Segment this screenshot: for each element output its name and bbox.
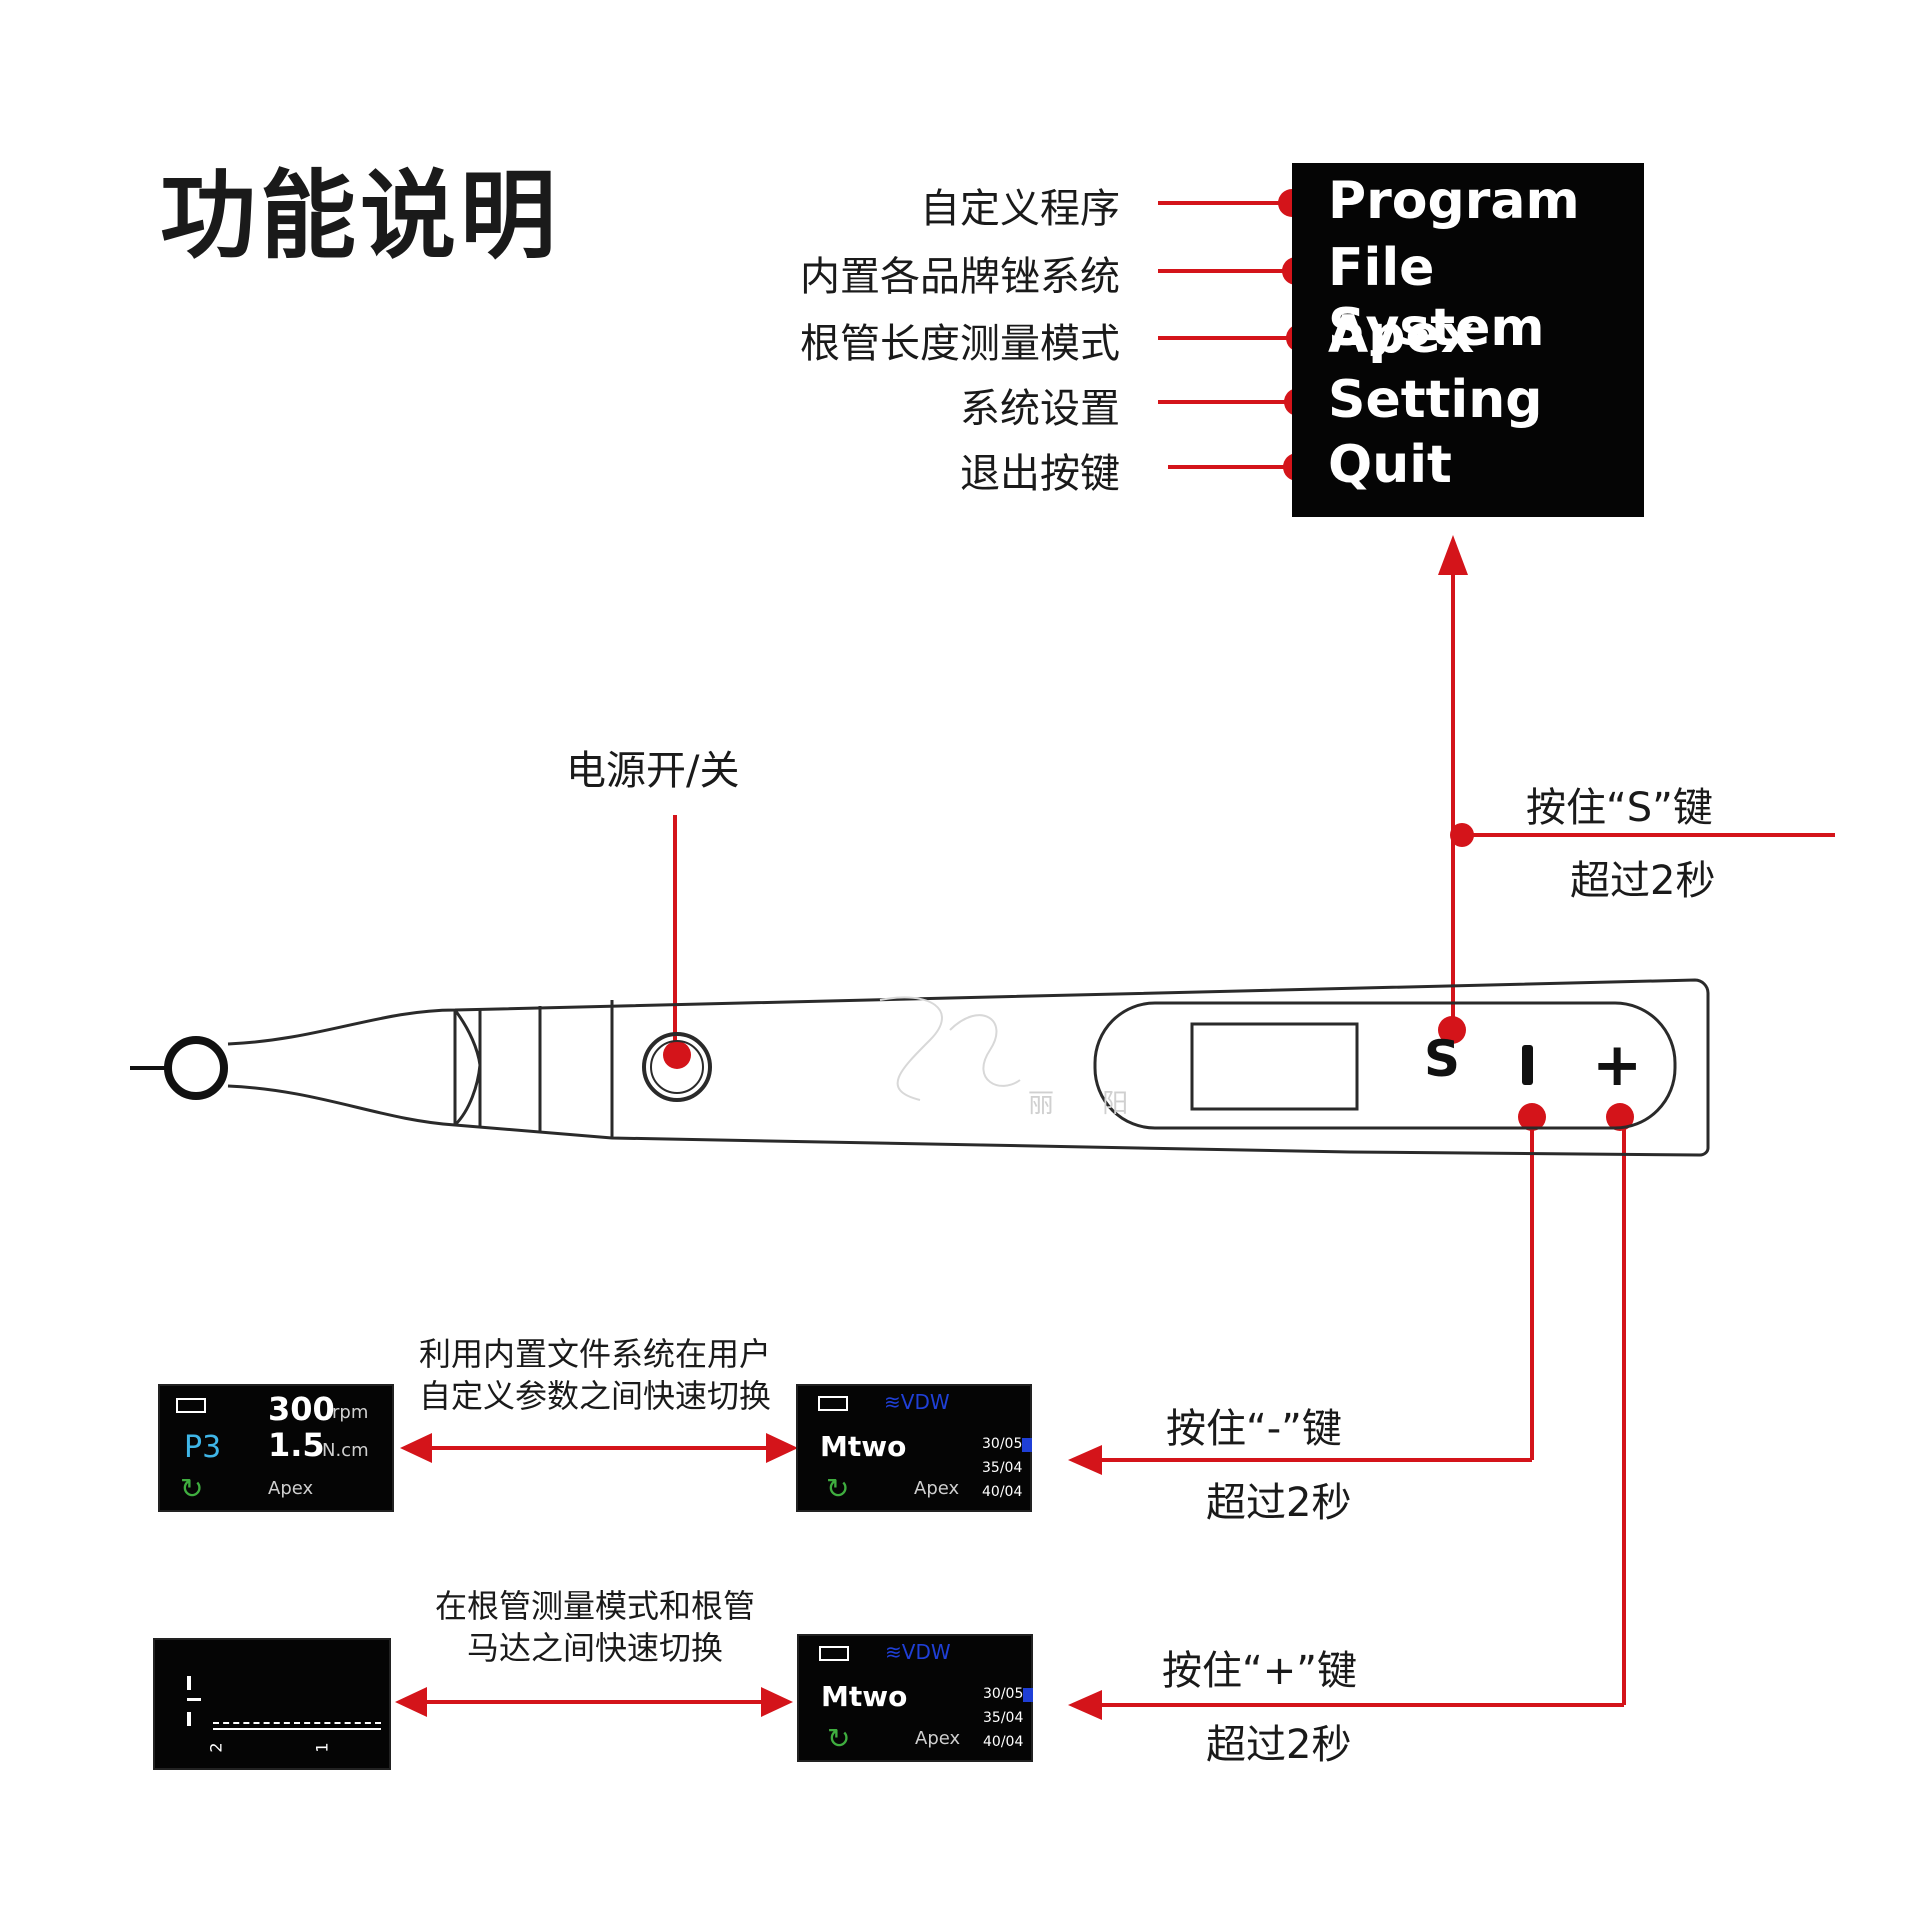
brand-logo-icon: ≋VDW <box>885 1640 951 1664</box>
device-logo-text: 丽 阳 <box>1028 1089 1149 1119</box>
menu-label-setting: 系统设置 <box>960 386 1120 432</box>
battery-icon <box>176 1398 206 1413</box>
switch-file-caption: 利用内置文件系统在用户 自定义参数之间快速切换 <box>400 1333 790 1417</box>
menu-screen: Program File System Apex Setting Quit <box>1292 163 1644 517</box>
menu-item-apex: Apex <box>1328 305 1475 365</box>
menu-leaders <box>1158 189 1314 481</box>
apex-tick-1: 1 <box>312 1742 332 1753</box>
minus-key-hold-label: 按住“-”键 <box>1166 1406 1342 1452</box>
brand-logo-icon: ≋VDW <box>884 1390 950 1414</box>
minus-key-time-label: 超过2秒 <box>1206 1480 1352 1526</box>
file-select-marker <box>1023 1688 1033 1702</box>
power-leader <box>663 815 691 1069</box>
file-size-2: 35/04 <box>982 1460 1023 1476</box>
s-key-time-label: 超过2秒 <box>1570 858 1716 904</box>
menu-item-program: Program <box>1328 171 1580 231</box>
switch-apex-caption-line1: 在根管测量模式和根管 <box>434 1587 755 1625</box>
apex-marker-top <box>187 1676 191 1690</box>
file-size-2: 35/04 <box>983 1710 1024 1726</box>
rotation-icon: ↻ <box>826 1472 850 1505</box>
menu-label-file-system: 内置各品牌锉系统 <box>800 254 1120 300</box>
apex-screen: 2 1 <box>153 1638 391 1770</box>
program-screen: 300 rpm P3 1.5 N.cm ↻ Apex <box>158 1384 394 1512</box>
menu-label-apex: 根管长度测量模式 <box>800 321 1120 367</box>
file-select-marker <box>1022 1438 1032 1452</box>
file-mode: Apex <box>915 1728 961 1749</box>
file-size-3: 40/04 <box>983 1734 1024 1750</box>
handpiece <box>130 978 1710 1157</box>
power-label: 电源开/关 <box>566 748 740 794</box>
program-speed-unit: rpm <box>332 1402 369 1423</box>
apex-marker-mid <box>187 1698 201 1701</box>
minus-key-leader <box>1068 1103 1546 1475</box>
menu-label-program: 自定义程序 <box>920 186 1120 232</box>
file-brand: Mtwo <box>821 1680 908 1713</box>
file-size-3: 40/04 <box>982 1484 1023 1500</box>
minus-button[interactable] <box>1522 1045 1533 1085</box>
apex-tick-2: 2 <box>206 1742 226 1753</box>
apex-marker-bottom <box>187 1712 191 1726</box>
plus-key-leader <box>1068 1103 1634 1720</box>
program-number: P3 <box>184 1430 222 1465</box>
switch-arrows <box>395 1433 798 1717</box>
file-mode: Apex <box>914 1478 960 1499</box>
switch-file-caption-line1: 利用内置文件系统在用户 <box>418 1335 771 1373</box>
menu-item-file-system: File System <box>1328 238 1545 358</box>
switch-file-caption-line2: 自定义参数之间快速切换 <box>418 1377 771 1415</box>
switch-apex-caption: 在根管测量模式和根管 马达之间快速切换 <box>400 1585 790 1669</box>
rotation-icon: ↻ <box>180 1472 204 1505</box>
apex-scale-line <box>213 1722 381 1724</box>
page-title: 功能说明 <box>160 160 560 272</box>
menu-item-quit: Quit <box>1328 435 1452 495</box>
program-speed: 300 <box>268 1390 335 1428</box>
menu-item-setting: Setting <box>1328 370 1543 430</box>
plus-button[interactable]: + <box>1592 1030 1643 1100</box>
plus-key-hold-label: 按住“+”键 <box>1162 1648 1357 1694</box>
program-torque-unit: N.cm <box>322 1440 369 1461</box>
menu-label-quit: 退出按键 <box>960 451 1120 497</box>
file-brand: Mtwo <box>820 1430 907 1463</box>
apex-scale-base <box>213 1728 381 1730</box>
file-size-1: 30/05 <box>982 1436 1023 1452</box>
battery-icon <box>818 1396 848 1411</box>
s-key-leader <box>1438 535 1835 1044</box>
plus-key-time-label: 超过2秒 <box>1206 1722 1352 1768</box>
rotation-icon: ↻ <box>827 1722 851 1755</box>
file-screen-1: ≋VDW Mtwo 30/05 35/04 40/04 ↻ Apex <box>796 1384 1032 1512</box>
program-mode: Apex <box>268 1478 314 1499</box>
switch-apex-caption-line2: 马达之间快速切换 <box>466 1629 723 1667</box>
file-size-1: 30/05 <box>983 1686 1024 1702</box>
s-button[interactable]: S <box>1424 1030 1461 1088</box>
file-screen-2: ≋VDW Mtwo 30/05 35/04 40/04 ↻ Apex <box>797 1634 1033 1762</box>
program-torque: 1.5 <box>268 1426 325 1464</box>
battery-icon <box>819 1646 849 1661</box>
s-key-hold-label: 按住“S”键 <box>1526 785 1713 831</box>
